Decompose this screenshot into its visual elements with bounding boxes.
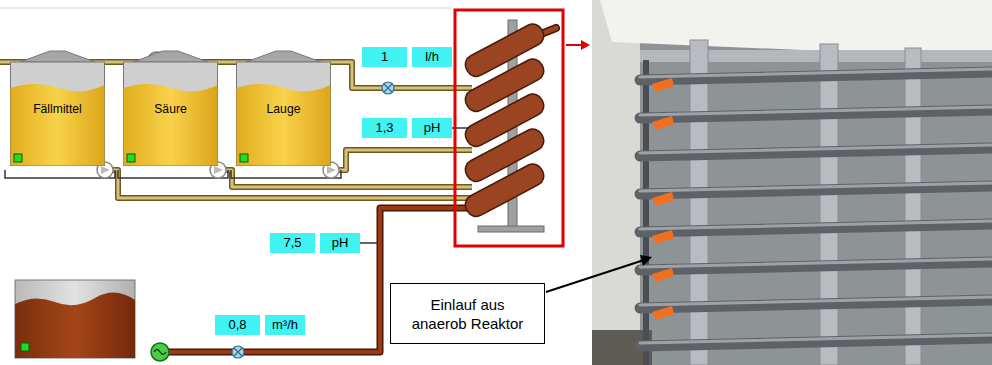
status-square <box>240 154 248 162</box>
tank-sludge <box>15 292 135 358</box>
dosing-pipes <box>0 62 472 198</box>
tank-body <box>237 62 331 166</box>
photo-tube-shine <box>640 183 992 191</box>
display-value: l/h <box>425 47 439 67</box>
frame-post <box>820 44 838 365</box>
valve-handle <box>652 230 674 244</box>
chemical-tank: Säure <box>123 48 218 166</box>
callout-text-wrap: Einlauf aus anaerob Reaktor <box>407 295 529 333</box>
valve-handle <box>652 116 674 130</box>
display-field: m³/h <box>265 315 305 335</box>
photo-tube-shine <box>640 69 992 77</box>
photo-tubes <box>640 69 992 346</box>
valve-handle <box>652 268 674 282</box>
tank-body <box>11 62 105 166</box>
chemical-tank: Lauge <box>236 48 331 166</box>
photo-tube-shine <box>640 259 992 267</box>
display-field: 1 <box>362 47 407 67</box>
valve-body <box>232 346 244 358</box>
valve-handle <box>652 306 674 320</box>
sensor-line <box>360 242 378 244</box>
pipe-outline <box>339 150 472 170</box>
callout-leader <box>546 260 644 292</box>
tank-lid <box>133 51 208 62</box>
flow-valve <box>382 82 394 94</box>
flow-valve <box>232 346 244 358</box>
status-square <box>21 343 29 351</box>
frame-post <box>905 48 921 365</box>
tank-trays <box>5 170 341 178</box>
callout-label: Einlauf aus anaerob Reaktor <box>407 295 529 333</box>
pipe-outline <box>113 170 472 198</box>
display-field: l/h <box>412 47 452 67</box>
photo-valve-handles <box>652 78 674 320</box>
pipe-fill <box>113 170 472 198</box>
valve-cross <box>384 84 392 92</box>
valve-cross <box>234 348 242 356</box>
tank-liquid <box>11 84 105 166</box>
pump-circle <box>151 343 169 361</box>
pump-wave <box>154 350 166 355</box>
photo-tube-shine <box>640 297 992 305</box>
frame-post <box>690 40 708 365</box>
valve-handle <box>652 192 674 206</box>
display-value: 7,5 <box>283 233 301 253</box>
display-field: pH <box>320 233 360 253</box>
reactor-base <box>478 226 544 232</box>
status-square <box>14 154 22 162</box>
sludge-tank <box>15 280 135 358</box>
valve-body <box>382 82 394 94</box>
pump-mark <box>327 166 336 174</box>
callout-box: Einlauf aus anaerob Reaktor <box>390 283 545 344</box>
reactor-photo <box>592 0 992 365</box>
photo-ground <box>592 0 992 365</box>
pump-mark <box>101 166 110 174</box>
photo-tube-shine <box>640 107 992 115</box>
tube-reactor <box>462 20 556 232</box>
highlight-frame <box>455 10 563 246</box>
photo-wall <box>592 0 640 365</box>
tank-liquid <box>124 84 218 166</box>
valve-handle <box>652 78 674 92</box>
highlight-arrow <box>566 44 582 46</box>
photo-pipe <box>643 60 649 365</box>
display-value: pH <box>332 233 349 253</box>
tank-label: Fällmittel <box>10 102 105 116</box>
reactor-coil <box>462 161 547 220</box>
callout-arrowhead <box>640 255 652 266</box>
pipe-fill <box>339 150 472 170</box>
highlight-arrowhead <box>581 40 590 50</box>
display-value: 0,8 <box>228 315 246 335</box>
tank-liquid <box>237 84 331 166</box>
tank-label: Lauge <box>236 102 331 116</box>
display-value: 1 <box>381 47 388 67</box>
display-field: pH <box>412 118 452 138</box>
photo-ceiling <box>600 0 992 58</box>
display-value: pH <box>424 118 441 138</box>
display-field: 7,5 <box>270 233 315 253</box>
feed-pump <box>151 343 169 361</box>
tank-label: Säure <box>123 102 218 116</box>
status-square <box>127 154 135 162</box>
photo-tube-shine <box>640 221 992 229</box>
display-value: 1,3 <box>375 118 393 138</box>
chemical-tank: Fällmittel <box>10 48 105 166</box>
photo-tube-shine <box>640 335 992 343</box>
pipe-outline <box>226 170 472 187</box>
display-field: 0,8 <box>215 315 260 335</box>
display-value: m³/h <box>272 315 298 335</box>
display-field: 1,3 <box>362 118 407 138</box>
pump-mark <box>214 166 223 174</box>
tank-body <box>124 62 218 166</box>
pipe-fill <box>226 170 472 187</box>
tank-lid <box>20 51 95 62</box>
frame-line <box>0 8 452 9</box>
tank-body <box>15 280 135 358</box>
tank-lid <box>246 51 321 62</box>
photo-tube-shine <box>640 145 992 153</box>
